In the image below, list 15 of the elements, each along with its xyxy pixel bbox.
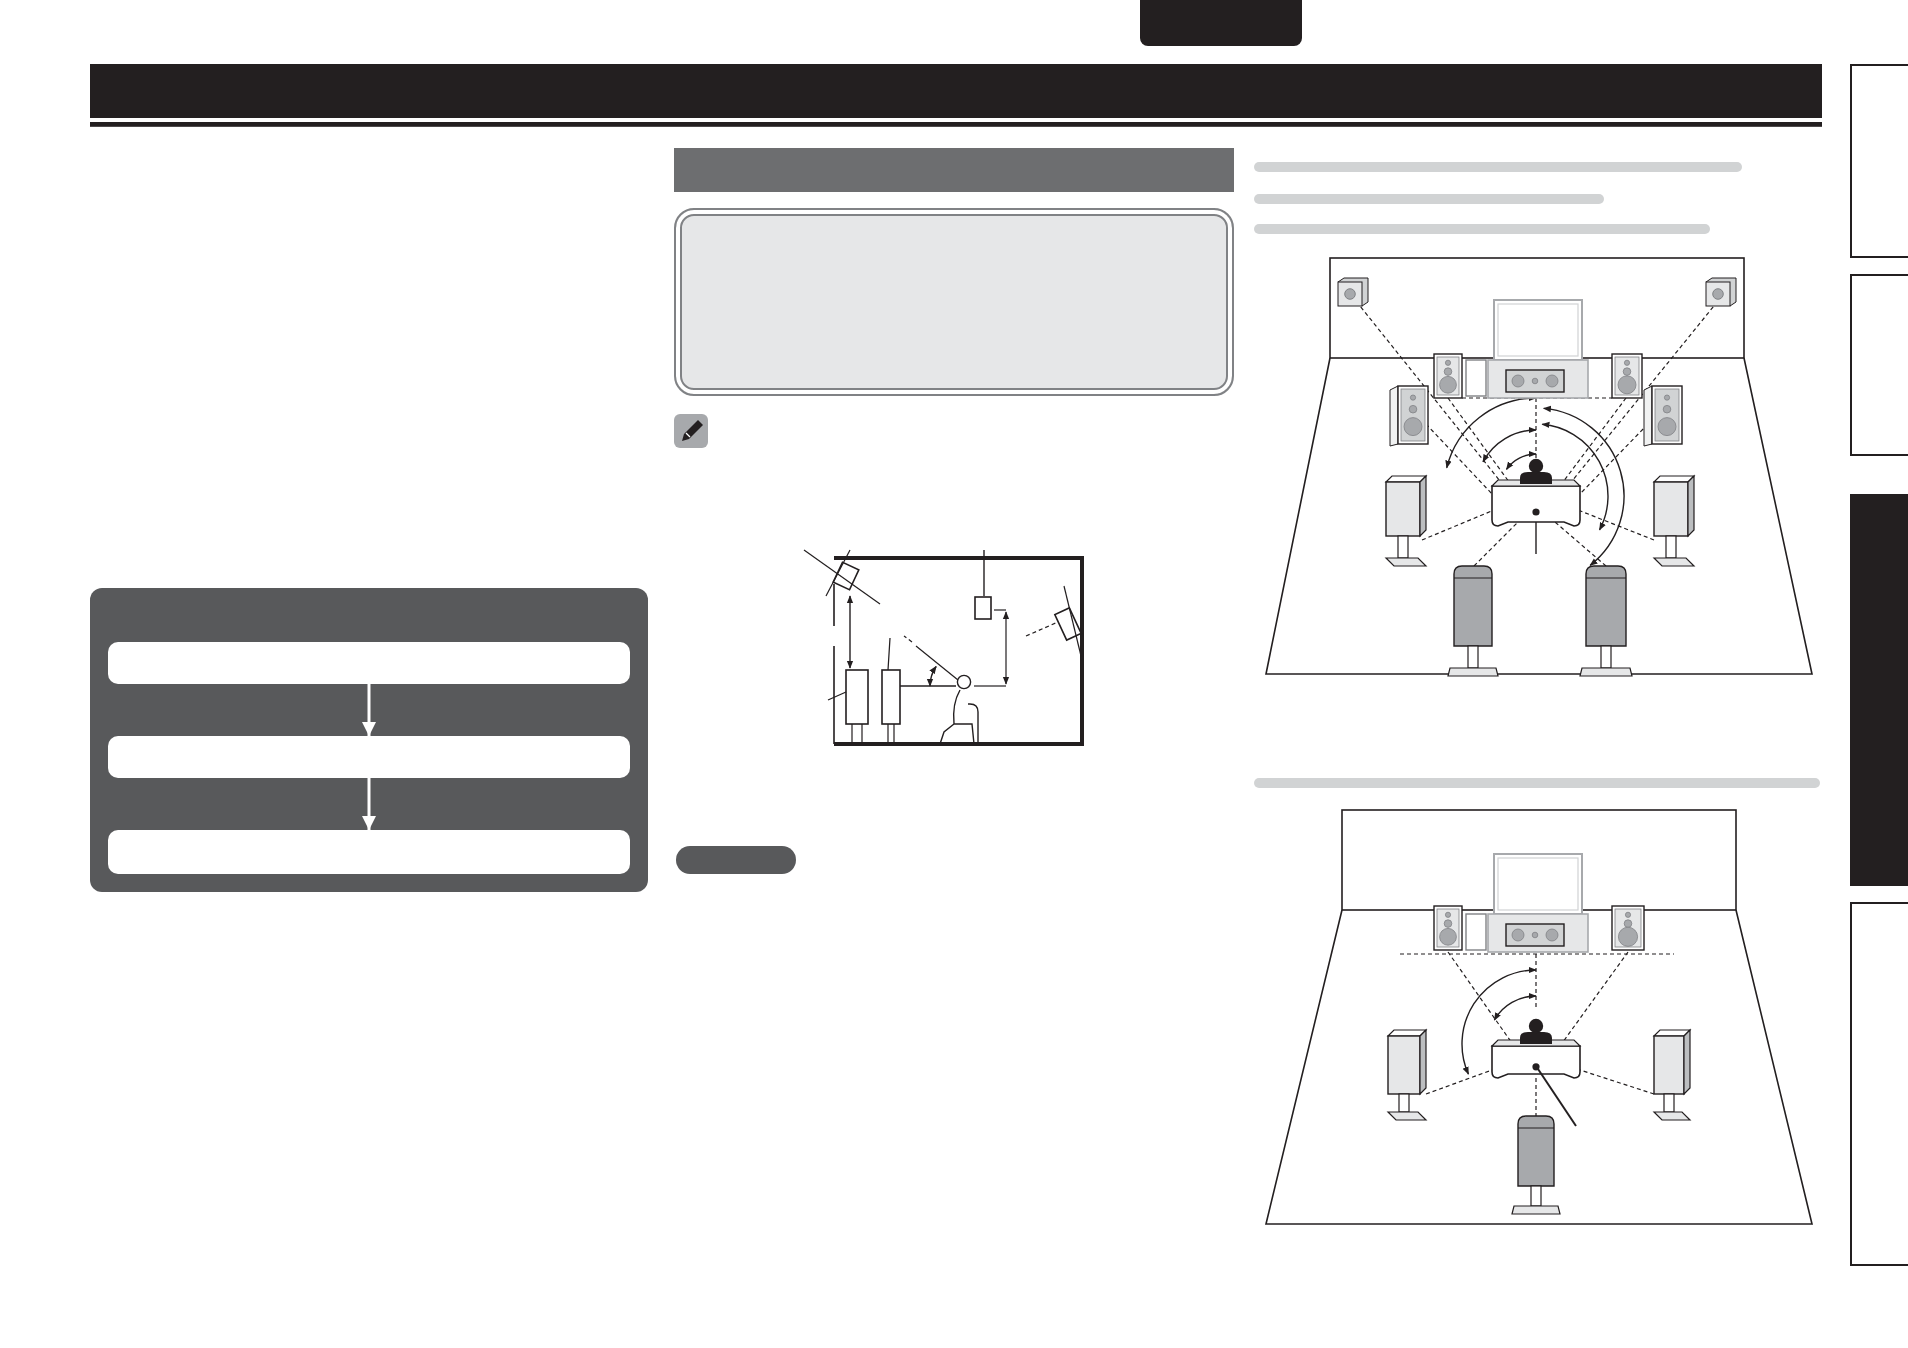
side-tab (1850, 274, 1908, 456)
process-box (108, 830, 630, 874)
side-tab (1850, 902, 1908, 1266)
arrow (362, 684, 376, 736)
arrow (362, 778, 376, 830)
page-tab (1140, 0, 1302, 46)
note-panel (674, 208, 1234, 396)
heading-pill (676, 846, 796, 874)
section-heading-bar (674, 148, 1234, 192)
flow-panel (90, 588, 648, 892)
process-box (108, 736, 630, 778)
header-bar (90, 64, 1822, 118)
side-tab (1850, 64, 1908, 258)
side-tab (1850, 494, 1908, 886)
process-box (108, 642, 630, 684)
